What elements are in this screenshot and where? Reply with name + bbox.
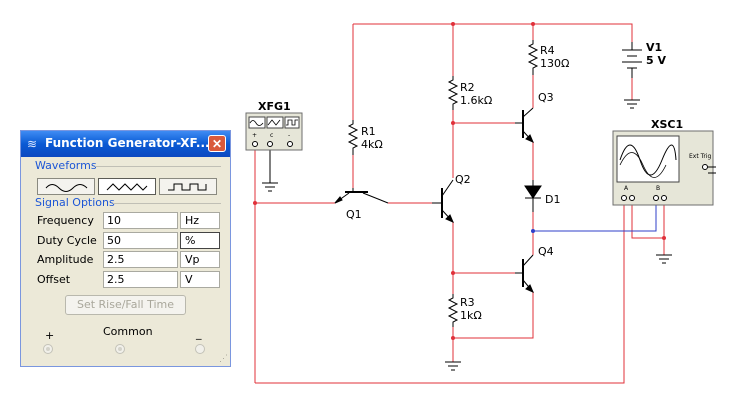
square-wave-icon [168,183,207,191]
xfg1-name: XFG1 [258,100,291,113]
resize-grip-icon[interactable]: ⋰ [219,353,228,363]
svg-text:-: - [288,132,290,139]
waveforms-divider [95,166,221,167]
signal-options-divider [113,203,221,204]
resistor-r4 [527,40,539,75]
minus-terminal-label: _ [196,327,202,340]
r2-value: 1.6kΩ [460,94,492,107]
common-terminal-radio[interactable] [115,344,125,354]
v1-value: 5 V [646,54,666,67]
r3-value: 1kΩ [460,309,482,322]
window-title: Function Generator-XF... [45,136,210,150]
function-generator-xfg1[interactable]: + c - [245,112,303,151]
xsc1-channel-b: B [656,185,660,192]
minus-terminal-radio[interactable] [195,344,205,354]
ground-scope [656,254,672,264]
frequency-label: Frequency [37,214,94,227]
junction-dots [253,22,666,340]
xsc1-channel-a: A [624,185,629,192]
v1-name: V1 [646,41,662,54]
r1-value: 4kΩ [361,138,383,151]
battery-v1 [622,42,642,78]
triangle-wave-button[interactable] [98,178,156,195]
duty-cycle-input[interactable]: 50 [103,232,178,249]
square-wave-button[interactable] [159,178,217,195]
ground-xfg1 [262,150,278,192]
r1-name: R1 [361,125,376,138]
transistor-q2 [432,179,454,223]
offset-unit-select[interactable]: V [180,271,220,288]
close-button[interactable]: ✕ [208,135,226,152]
duty-cycle-label: Duty Cycle [37,234,97,247]
triangle-wave-icon [106,183,148,191]
resistor-r2 [447,76,459,110]
r4-name: R4 [540,44,555,57]
r3-name: R3 [460,296,475,309]
amplitude-unit-select[interactable]: Vp [180,251,220,268]
signal-options-label: Signal Options [35,196,115,209]
blue-wire [533,200,657,232]
red-wires [254,23,665,384]
transistor-q4 [515,254,534,293]
xsc1-ext-trig: Ext Trig [689,153,712,160]
function-generator-icon: ≋ [27,137,38,151]
offset-label: Offset [37,273,71,286]
svg-text:c: c [270,132,273,139]
frequency-unit-select[interactable]: Hz [180,212,220,229]
xsc1-name: XSC1 [651,118,683,131]
ground-r3 [445,361,461,371]
sine-wave-icon [45,184,88,192]
amplitude-input[interactable]: 2.5 [103,251,178,268]
window-titlebar[interactable]: ≋ Function Generator-XF... ✕ [21,131,230,157]
transistor-q3 [515,107,534,143]
duty-cycle-unit-select[interactable]: % [180,232,220,249]
set-rise-fall-time-button[interactable]: Set Rise/Fall Time [65,295,186,315]
d1-name: D1 [545,193,560,206]
waveforms-label: Waveforms [35,159,97,172]
sine-wave-button[interactable] [37,178,95,195]
svg-text:+: + [252,132,257,139]
q4-name: Q4 [538,245,554,258]
ground-v1 [624,99,640,109]
q3-name: Q3 [538,91,554,104]
q1-name: Q1 [346,208,362,221]
offset-input[interactable]: 2.5 [103,271,178,288]
junction-dot-blue [531,229,535,233]
resistor-r1 [347,120,359,155]
diode-d1 [524,180,542,212]
r4-value: 130Ω [540,57,569,70]
q2-name: Q2 [455,173,471,186]
oscilloscope-xsc1[interactable] [612,130,716,206]
function-generator-window: ≋ Function Generator-XF... ✕ Waveforms S… [20,130,231,367]
transistor-q1 [334,188,389,204]
resistor-r3 [447,294,459,327]
plus-terminal-label: + [45,329,55,342]
amplitude-label: Amplitude [37,253,94,266]
frequency-input[interactable]: 10 [103,212,178,229]
r2-name: R2 [460,81,475,94]
plus-terminal-radio[interactable] [43,344,53,354]
common-terminal-label: Common [103,325,153,338]
